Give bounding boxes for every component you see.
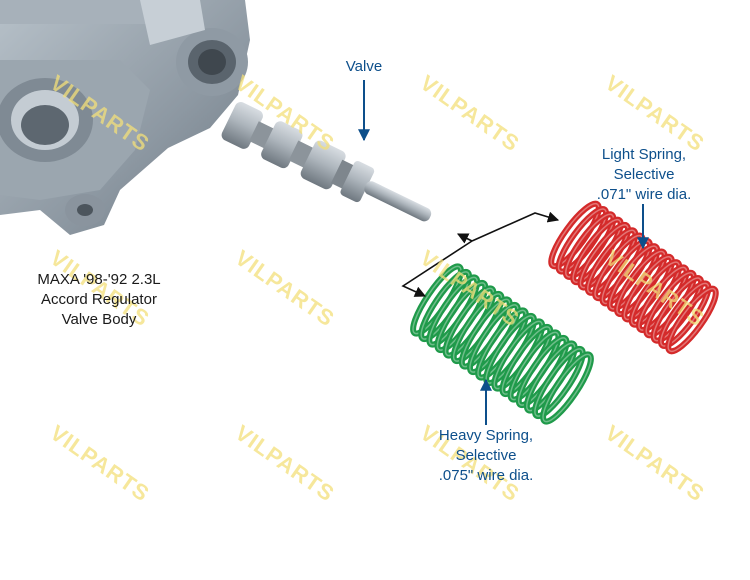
light-spring-label: Light Spring, Selective .071" wire dia. xyxy=(576,145,712,205)
valve-body-label-line: MAXA '98-'92 2.3L xyxy=(37,271,161,288)
light-spring-label-line: Selective xyxy=(613,166,675,183)
bracket-connector xyxy=(401,211,560,297)
valve-body-label: MAXA '98-'92 2.3L Accord Regulator Valve… xyxy=(14,270,184,330)
spring-coil xyxy=(531,345,586,420)
spring-coil xyxy=(665,285,719,355)
heavy-spring-label-line: Heavy Spring, xyxy=(438,427,534,444)
spring-coil-highlight xyxy=(534,348,584,417)
heavy-spring-label-line: Selective xyxy=(455,447,517,464)
callout-arrows xyxy=(358,80,649,425)
heavy-spring-image xyxy=(410,263,594,425)
valve-image xyxy=(221,102,432,222)
light-spring-label-line: .071" wire dia. xyxy=(596,186,692,203)
spring-coil xyxy=(657,280,712,349)
light-spring-label-line: Light Spring, xyxy=(601,146,687,163)
valve-body-label-line: Valve Body xyxy=(61,311,137,328)
valve-body-image xyxy=(0,0,250,235)
spring-coil-highlight xyxy=(542,353,592,423)
spring-coil-highlight xyxy=(660,282,710,347)
spring-coil xyxy=(540,351,594,425)
heavy-spring-label: Heavy Spring, Selective .075" wire dia. xyxy=(418,426,554,486)
spring-coil-highlight xyxy=(667,287,717,353)
light-spring-image xyxy=(548,200,719,355)
valve-body-label-line: Accord Regulator xyxy=(41,291,157,308)
valve-label-text: Valve xyxy=(345,58,383,75)
valve-label: Valve xyxy=(334,57,394,77)
heavy-spring-label-line: .075" wire dia. xyxy=(438,467,534,484)
